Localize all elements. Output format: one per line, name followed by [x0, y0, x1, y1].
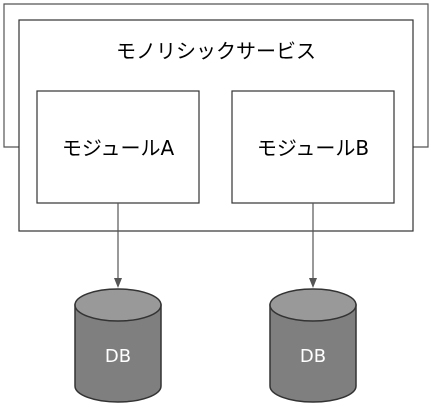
database-a: DB: [74, 288, 162, 403]
database-b-body: [269, 304, 357, 403]
module-b-box: [231, 90, 395, 204]
database-b-label: DB: [300, 346, 326, 367]
database-a-label: DB: [105, 346, 131, 367]
module-b-label: モジュールB: [257, 136, 369, 160]
database-b: DB: [269, 288, 357, 403]
database-b-top: [269, 288, 357, 322]
arrowhead-into-db-a: [114, 278, 122, 288]
arrowhead-into-db-b: [309, 278, 317, 288]
database-a-top: [74, 288, 162, 322]
loop-connector-line: [3, 3, 429, 148]
module-a-box: [36, 90, 200, 204]
monolithic-service-label: モノリシックサービス: [116, 39, 316, 63]
database-a-body: [74, 304, 162, 403]
module-a-label: モジュールA: [62, 136, 175, 160]
